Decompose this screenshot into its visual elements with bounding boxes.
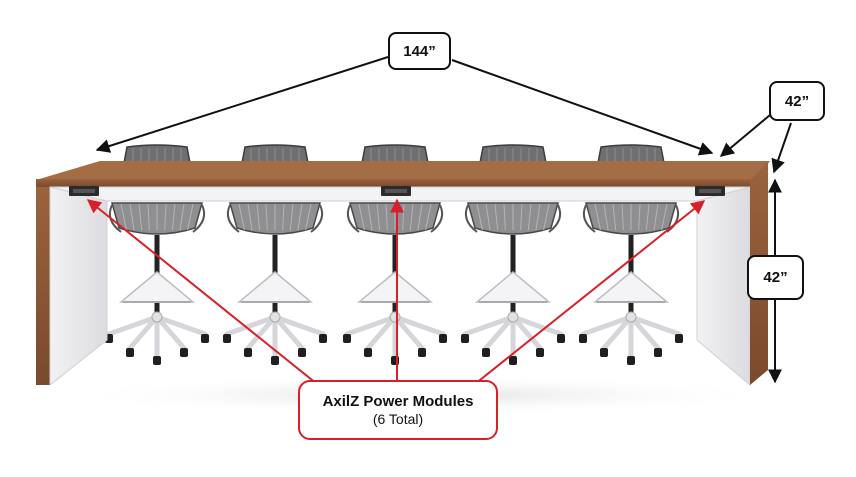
chair-base-2 (223, 202, 327, 365)
depth-dimension-label: 42” (769, 81, 825, 121)
chair-back-2 (241, 144, 309, 164)
height-dimension-label: 42” (747, 255, 804, 300)
left-leg-panel (49, 186, 108, 387)
power-module-right (695, 186, 725, 196)
chair-base-1 (105, 202, 209, 365)
length-arrow-left (95, 56, 389, 153)
length-dimension-label: 144” (388, 32, 451, 70)
chair-back-4 (479, 144, 547, 164)
callout-arrow-right (469, 200, 706, 389)
chair-base-5 (579, 202, 683, 365)
power-module-center (381, 186, 411, 196)
callout-title: AxilZ Power Modules (322, 392, 474, 410)
callout-subtitle: (6 Total) (372, 410, 424, 427)
callout-arrow-left (86, 199, 323, 389)
depth-arrow-left (719, 114, 771, 157)
chair-base-3 (343, 202, 447, 365)
chair-back-1 (123, 144, 191, 164)
power-module-left (69, 186, 99, 196)
depth-arrow-right (771, 122, 792, 174)
right-leg-panel (696, 186, 751, 387)
chair-back-3 (361, 144, 429, 164)
left-leg-edge (36, 187, 50, 385)
chair-back-5 (597, 144, 665, 164)
table-top-surface (36, 161, 770, 180)
table-top-edge (36, 179, 758, 187)
chair-base-4 (461, 202, 565, 365)
chair-bases (105, 202, 683, 365)
chair-backs (123, 144, 665, 164)
length-arrow-right (451, 59, 714, 156)
power-modules-callout: AxilZ Power Modules (6 Total) (298, 380, 498, 440)
